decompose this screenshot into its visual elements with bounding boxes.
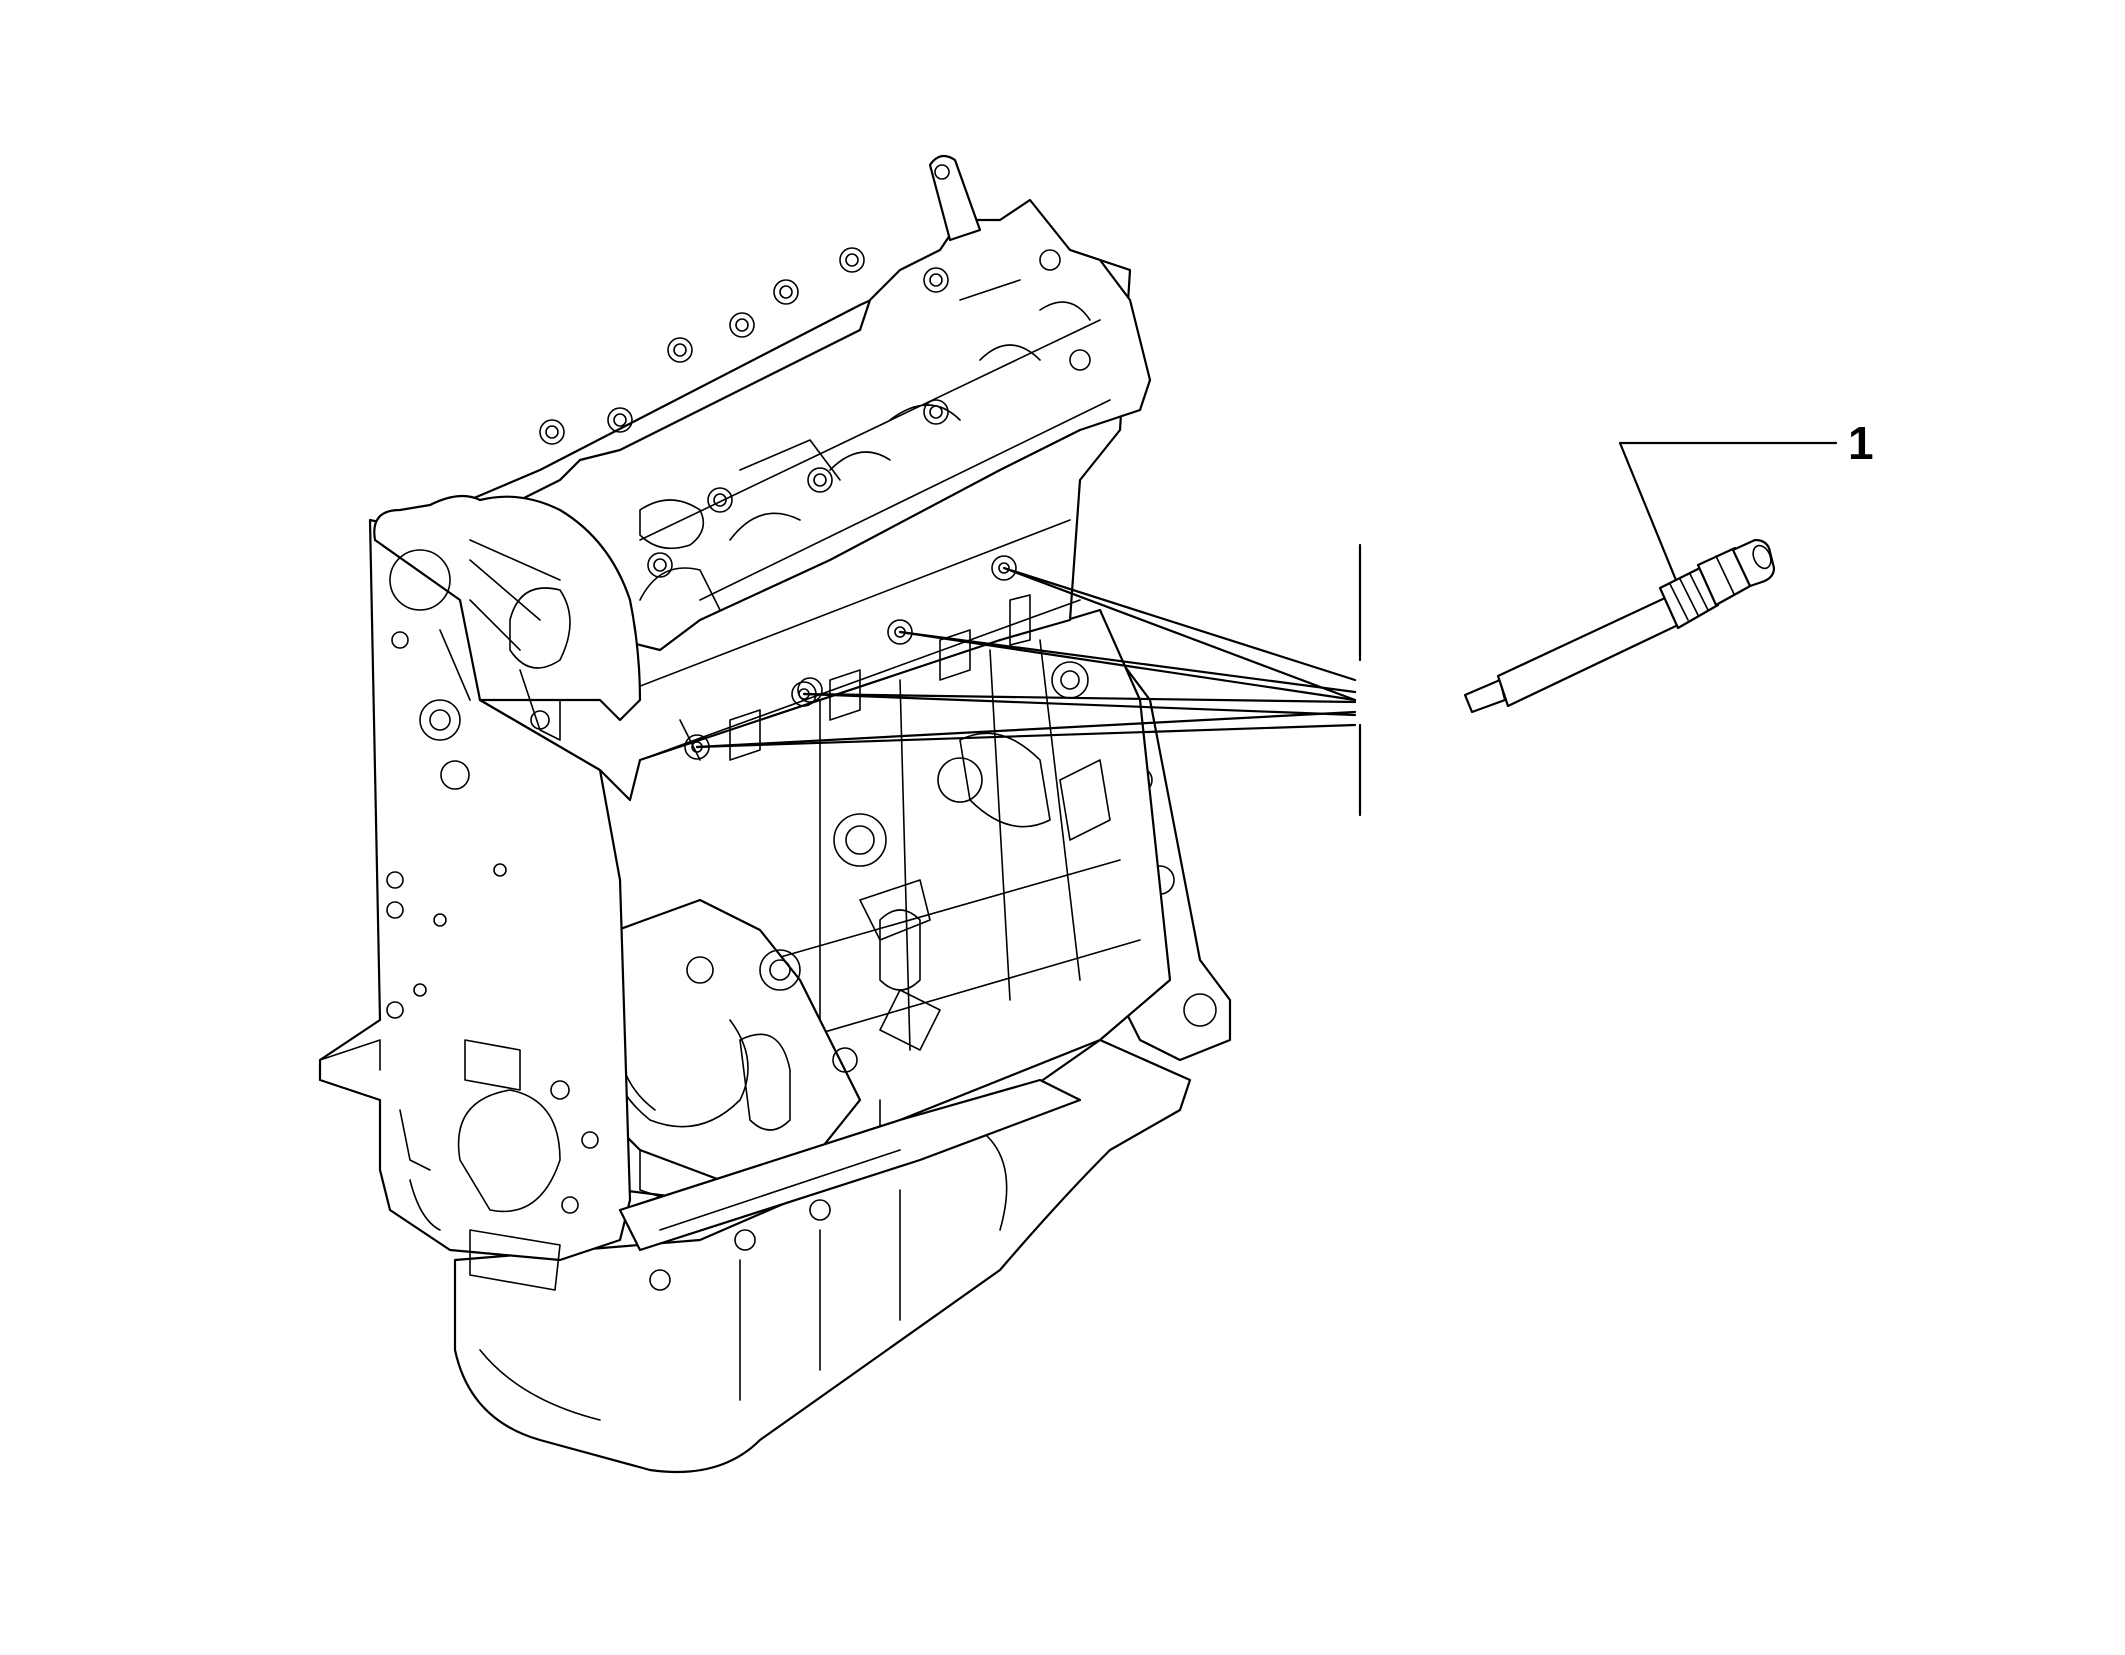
leader-lines [695,441,1838,817]
camshaft-cover [468,154,1152,652]
timing-pulley-housing [373,494,642,741]
glow-plug-part [1463,538,1776,714]
bedplate [618,1078,1082,1291]
engine-block-drawing [318,154,1232,1474]
callout-label-1: 1 [1848,417,1874,469]
oil-pan [453,1038,1192,1474]
front-lower-housing [588,879,941,1211]
cam-cover-bolts [539,247,1091,578]
